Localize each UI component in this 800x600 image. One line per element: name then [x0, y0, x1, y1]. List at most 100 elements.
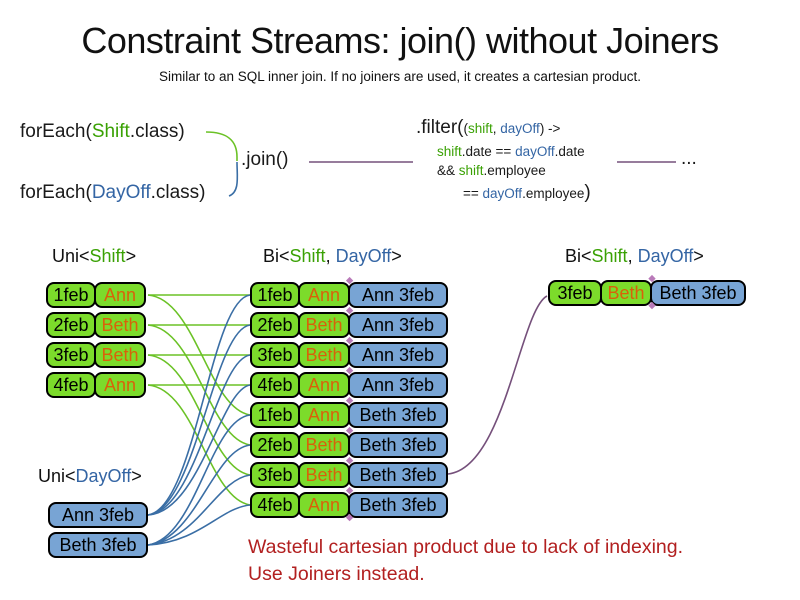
wire-beth-pair8: [147, 504, 251, 546]
pair-employee-cell: Beth: [298, 342, 350, 368]
label-text: Uni<: [52, 246, 90, 266]
code-text: forEach(: [20, 121, 92, 142]
pair-dayoff-cell: Beth 3feb: [348, 432, 448, 458]
code-text: ==: [463, 186, 483, 201]
wire-beth-pair6: [147, 444, 251, 546]
label-text: >: [125, 246, 137, 266]
result-date-cell: 3feb: [548, 280, 602, 306]
warning-line1: Wasteful cartesian product due to lack o…: [248, 536, 684, 558]
pair-dayoff-cell: Ann 3feb: [348, 342, 448, 368]
pair-dayoff-cell: Ann 3feb: [348, 282, 448, 308]
pair-employee-cell: Ann: [298, 492, 350, 518]
code-filter-line1: .filter((shift, dayOff) ->: [416, 117, 591, 139]
page-title: Constraint Streams: join() without Joine…: [81, 20, 719, 61]
shift-type-token: Shift: [89, 246, 126, 266]
wire-ann-pair3: [147, 354, 251, 516]
shift-date-cell: 2feb: [46, 312, 96, 338]
wire-shift3-pair7: [147, 354, 251, 476]
wire-shift2-pair6: [147, 324, 251, 446]
shift-param-token: shift: [468, 121, 493, 136]
code-text: .employee: [522, 186, 585, 201]
warning-text: Wasteful cartesian product due to lack o…: [248, 534, 683, 588]
label-bi-right: Bi<Shift, DayOff>: [565, 246, 704, 267]
code-text: ) ->: [539, 121, 561, 136]
code-text: ): [584, 182, 591, 203]
dayoff-row: Ann 3feb: [48, 502, 148, 528]
shift-type-token: Shift: [591, 246, 628, 266]
shift-param-token: shift: [458, 163, 484, 178]
dayoff-type-token: DayOff: [75, 466, 132, 486]
pair-date-cell: 4feb: [250, 492, 300, 518]
shift-param-token: shift: [437, 144, 462, 159]
pair-date-cell: 2feb: [250, 312, 300, 338]
code-text: (: [463, 121, 469, 136]
wire-ann-pair2: [147, 324, 251, 516]
label-uni-shift: Uni<Shift>: [52, 246, 136, 267]
warning-line2: Use Joiners instead.: [248, 563, 425, 585]
shift-employee-cell: Ann: [94, 372, 146, 398]
pair-employee-cell: Beth: [298, 462, 350, 488]
code-filter-line4: == dayOff.employee): [463, 182, 591, 204]
pair-date-cell: 3feb: [250, 462, 300, 488]
pair-date-cell: 1feb: [250, 282, 300, 308]
code-filter-line3: && shift.employee: [437, 163, 591, 178]
code-text: .class): [129, 121, 185, 142]
code-text: .filter(: [416, 117, 464, 138]
wire-beth-pair7: [147, 474, 251, 546]
code-text: ,: [492, 121, 501, 136]
code-join: .join(): [241, 149, 289, 170]
wire-shift1-pair5: [147, 294, 251, 416]
dayoff-param-token: dayOff: [500, 121, 540, 136]
code-text: .class): [150, 182, 206, 203]
dayoff-param-token: dayOff: [515, 144, 555, 159]
code-filter-line2: shift.date == dayOff.date: [437, 144, 591, 159]
pair-employee-cell: Ann: [298, 372, 350, 398]
pair-date-cell: 1feb: [250, 402, 300, 428]
shift-employee-cell: Ann: [94, 282, 146, 308]
pair-dayoff-cell: Ann 3feb: [348, 312, 448, 338]
label-text: ,: [325, 246, 336, 266]
pair-employee-cell: Beth: [298, 312, 350, 338]
wire-ann-pair4: [147, 384, 251, 516]
pair-employee-cell: Beth: [298, 432, 350, 458]
shift-date-cell: 4feb: [46, 372, 96, 398]
code-foreach-dayoff: forEach(DayOff.class): [20, 182, 206, 204]
wire-foreach-dayoff-to-join: [228, 161, 239, 197]
code-text: &&: [437, 163, 459, 178]
pair-dayoff-cell: Ann 3feb: [348, 372, 448, 398]
shift-type-token: Shift: [289, 246, 326, 266]
dayoff-type-token: DayOff: [335, 246, 392, 266]
pair-employee-cell: Ann: [298, 402, 350, 428]
dayoff-cell: Ann 3feb: [48, 502, 148, 528]
shift-date-cell: 3feb: [46, 342, 96, 368]
wire-pair7-to-result: [447, 295, 548, 475]
code-filter-block: .filter((shift, dayOff) -> shift.date ==…: [416, 117, 591, 204]
pair-employee-cell: Ann: [298, 282, 350, 308]
code-text: .date ==: [461, 144, 516, 159]
label-text: Bi<: [565, 246, 592, 266]
code-foreach-shift: forEach(Shift.class): [20, 121, 185, 143]
pair-dayoff-cell: Beth 3feb: [348, 492, 448, 518]
shift-class-token: Shift: [91, 121, 130, 142]
code-ellipsis: ...: [681, 148, 697, 169]
label-bi-mid: Bi<Shift, DayOff>: [263, 246, 402, 267]
pair-date-cell: 3feb: [250, 342, 300, 368]
label-text: ,: [627, 246, 638, 266]
label-text: >: [391, 246, 402, 266]
label-text: >: [131, 466, 142, 486]
wire-ann-pair1: [147, 294, 251, 516]
code-text: forEach(: [20, 182, 92, 203]
label-text: Uni<: [38, 466, 76, 486]
